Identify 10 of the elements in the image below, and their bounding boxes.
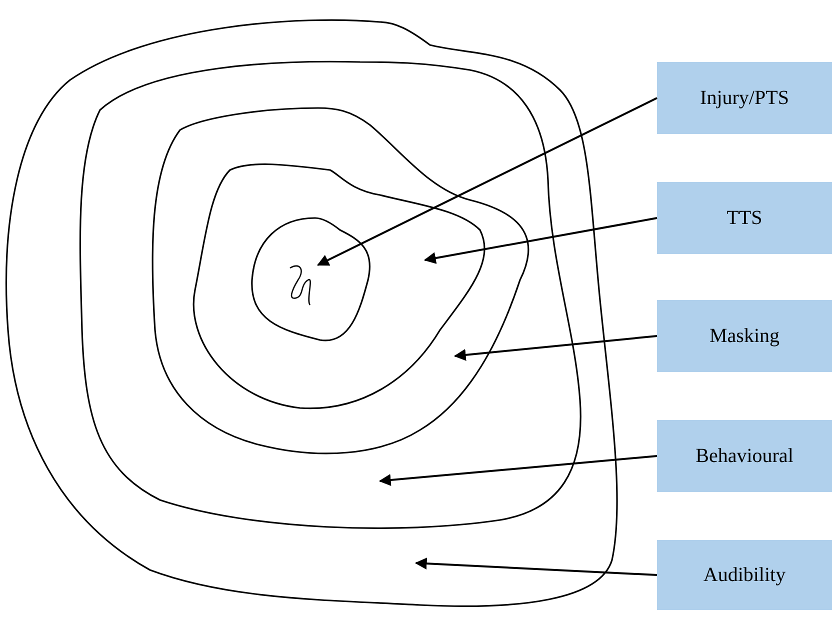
- label-box: TTS: [657, 182, 832, 254]
- arrow: [414, 558, 658, 576]
- label-box: Behavioural: [657, 420, 832, 492]
- label-box: Audibility: [657, 540, 832, 610]
- label-box: Injury/PTS: [657, 62, 832, 134]
- arrow: [378, 455, 658, 486]
- arrow: [424, 217, 658, 264]
- arrow: [316, 97, 658, 266]
- arrow: [454, 335, 658, 361]
- label-box: Masking: [657, 300, 832, 372]
